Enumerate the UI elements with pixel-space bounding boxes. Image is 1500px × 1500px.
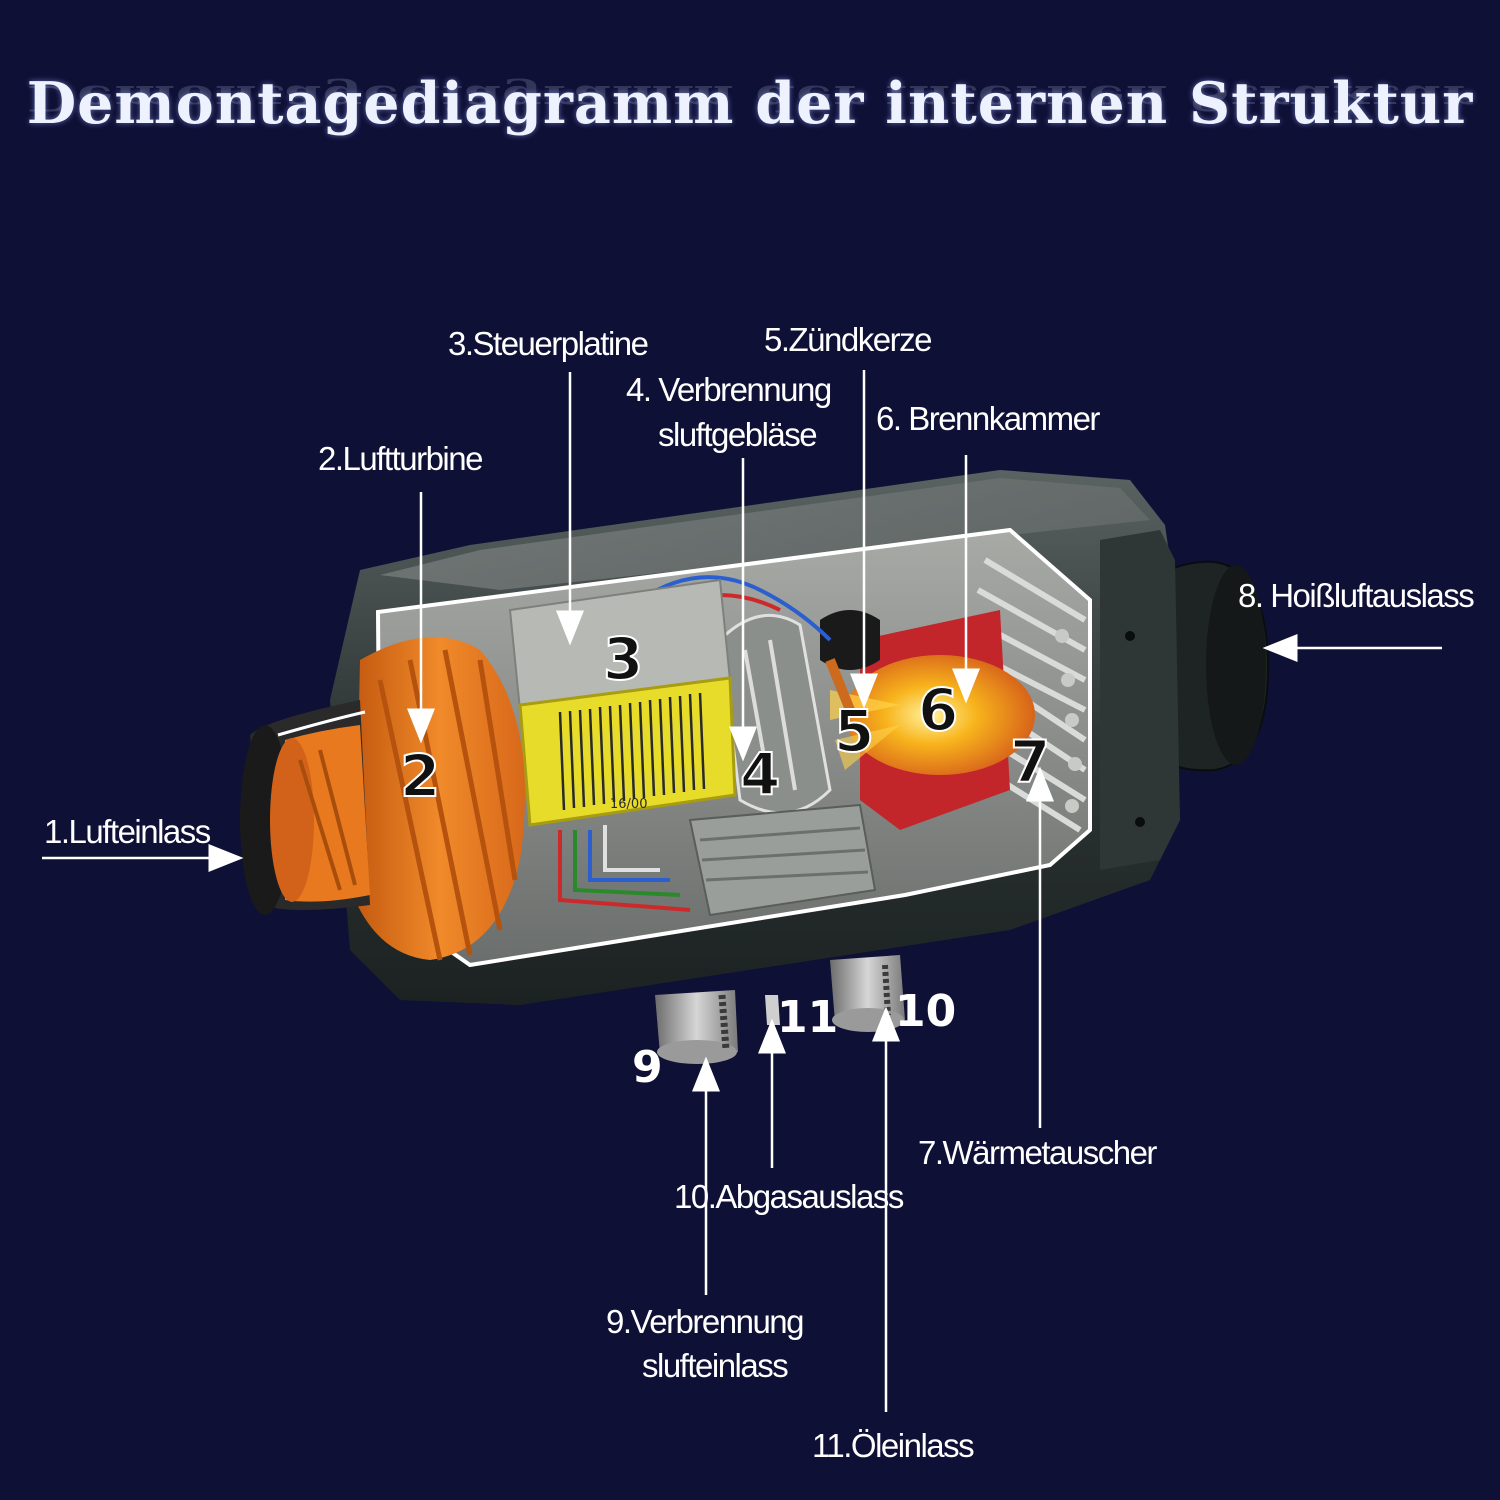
label-combustion-blower-line1: 4. Verbrennung	[626, 371, 832, 408]
control-board-lines	[558, 692, 706, 811]
marker-6: 6	[917, 675, 959, 745]
leader-lines	[42, 370, 1442, 1412]
marker-7: 7	[1009, 727, 1051, 797]
port-number-10: 10	[895, 986, 957, 1037]
label-combustion-air-inlet-line2: slufteinlass	[642, 1347, 789, 1384]
heat-exchanger-bolts	[1055, 629, 1082, 813]
label-control-board: 3.Steuerplatine	[448, 325, 649, 362]
motor-body	[688, 803, 877, 917]
port-number-9: 9	[632, 1042, 663, 1093]
flame	[845, 655, 1035, 775]
label-combustion-chamber: 6. Brennkammer	[876, 400, 1100, 437]
air-inlet-tube	[240, 700, 370, 915]
marker-2: 2	[399, 741, 441, 811]
label-combustion-blower-line2: sluftgebläse	[658, 416, 818, 453]
label-heat-exchanger: 7.Wärmetauscher	[918, 1134, 1157, 1171]
label-fuel-inlet: 11.Öleinlass	[812, 1427, 975, 1464]
label-exhaust-outlet: 10.Abgasauslass	[674, 1178, 904, 1215]
outlet-rim	[1206, 565, 1266, 765]
marker-4: 4	[739, 739, 781, 809]
label-hot-air-outlet: 8. Hoißluftauslass	[1238, 577, 1475, 614]
label-glow-plug: 5.Zündkerze	[764, 321, 932, 358]
marker-3: 3	[602, 624, 644, 694]
board-text: 16/00	[610, 797, 647, 812]
marker-5: 5	[833, 696, 875, 766]
label-combustion-air-inlet-line1: 9.Verbrennung	[606, 1303, 805, 1340]
label-air-turbine: 2.Luftturbine	[318, 440, 483, 477]
label-air-inlet: 1.Lufteinlass	[44, 813, 211, 850]
end-plate	[1100, 530, 1180, 870]
diagram-title: Demontagediagramm der internen Struktur	[26, 70, 1474, 137]
housing-top-highlight	[380, 478, 1150, 590]
port-number-11: 11	[777, 992, 839, 1043]
